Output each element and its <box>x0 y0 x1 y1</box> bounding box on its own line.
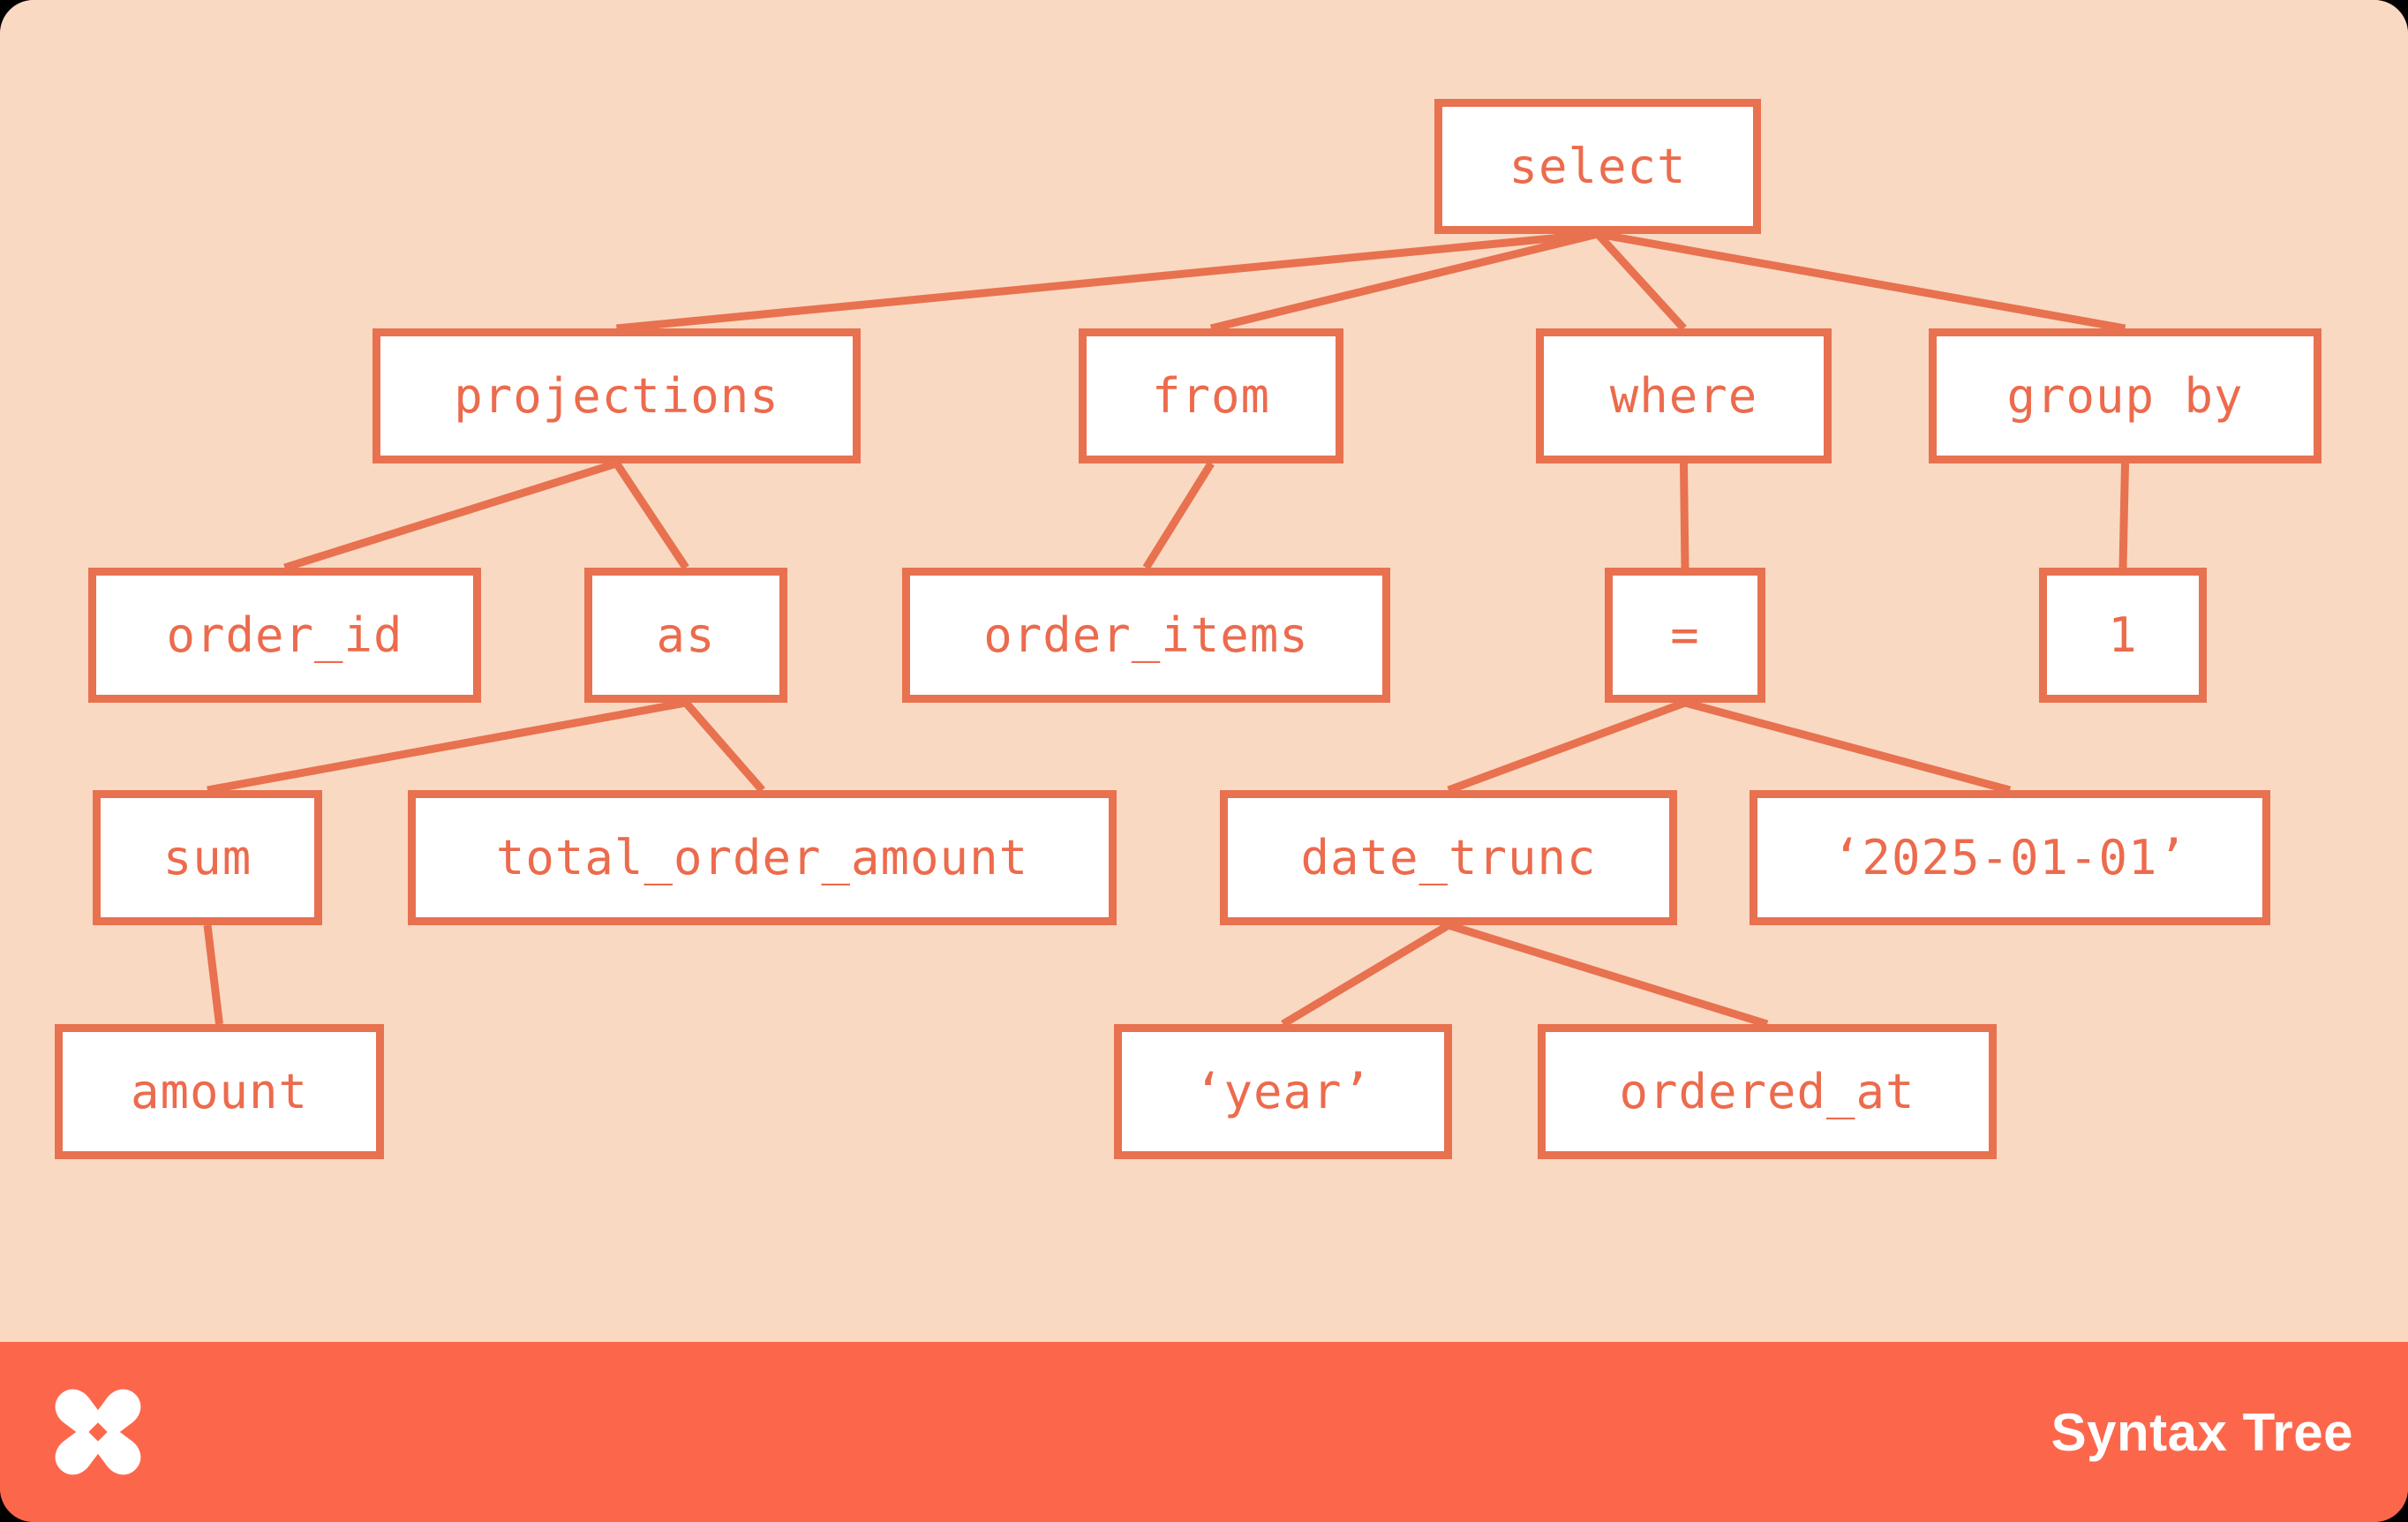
tree-edge-select-to-from <box>1209 230 1599 333</box>
butterfly-x-logo-icon <box>55 1389 141 1475</box>
tree-node-order_id[interactable]: order_id <box>88 568 481 703</box>
tree-edge-sum-to-amount <box>203 924 223 1025</box>
tree-canvas: select projections from where group by order_… <box>0 0 2408 1342</box>
tree-edge-eq-to-date_trunc <box>1447 698 1687 795</box>
tree-edge-projections-to-as <box>613 461 689 570</box>
tree-edge-as-to-total_amount <box>682 700 765 793</box>
tree-edge-eq-to-date_lit <box>1683 698 2012 795</box>
tree-edge-as-to-sum <box>207 698 687 795</box>
tree-node-order_items[interactable]: order_items <box>902 568 1390 703</box>
tree-node-year_lit[interactable]: ‘year’ <box>1114 1024 1452 1159</box>
tree-node-date_trunc[interactable]: date_trunc <box>1220 790 1677 925</box>
tree-node-groupby[interactable]: group by <box>1929 328 2321 463</box>
tree-node-ordered_at[interactable]: ordered_at <box>1538 1024 1997 1159</box>
tree-edge-select-to-where <box>1594 230 1687 332</box>
tree-node-select[interactable]: select <box>1434 99 1761 234</box>
tree-node-as[interactable]: as <box>584 568 787 703</box>
footer-bar: Syntax Tree <box>0 1342 2408 1522</box>
footer-title: Syntax Tree <box>2051 1402 2353 1462</box>
tree-edge-projections-to-order_id <box>283 459 618 572</box>
tree-node-total_amount[interactable]: total_order_amount <box>408 790 1117 925</box>
tree-edge-date_trunc-to-ordered_at <box>1447 921 1769 1028</box>
tree-edge-groupby-to-one <box>2118 463 2129 569</box>
tree-node-one[interactable]: 1 <box>2039 568 2207 703</box>
tree-edge-select-to-projections <box>616 230 1599 333</box>
tree-edge-from-to-order_items <box>1142 461 1215 570</box>
tree-edge-where-to-eq <box>1680 463 1689 569</box>
tree-edge-select-to-groupby <box>1597 230 2126 333</box>
tree-node-projections[interactable]: projections <box>372 328 861 463</box>
tree-node-eq[interactable]: = <box>1605 568 1765 703</box>
tree-node-from[interactable]: from <box>1079 328 1343 463</box>
tree-edge-date_trunc-to-year_lit <box>1281 922 1451 1028</box>
tree-node-where[interactable]: where <box>1536 328 1832 463</box>
tree-node-amount[interactable]: amount <box>55 1024 384 1159</box>
tree-node-sum[interactable]: sum <box>93 790 322 925</box>
tree-node-date_lit[interactable]: ‘2025-01-01’ <box>1750 790 2270 925</box>
